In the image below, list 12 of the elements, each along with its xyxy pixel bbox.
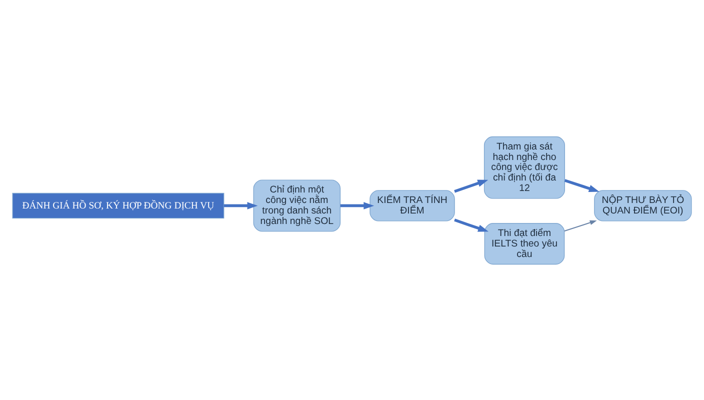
node-box: Thi đạt điểm IELTS theo yêu cầu [484, 222, 565, 264]
arrow [224, 202, 258, 209]
arrow [454, 218, 489, 232]
arrow [564, 178, 600, 192]
arrow [454, 179, 488, 192]
node-box: NỘP THƯ BÀY TỎ QUAN ĐIỂM (EOI) [594, 190, 692, 221]
arrow [340, 202, 374, 209]
node-box: Chỉ định một công việc nằm trong danh sách ngành nghề SOL [253, 179, 341, 232]
node-box: KIỂM TRA TÍNH ĐIỂM [370, 190, 455, 221]
node-box: Tham gia sát hạch nghề cho công việc được chỉ định (tối đa 12 [484, 136, 565, 198]
arrow [564, 220, 597, 231]
node-box: ĐÁNH GIÁ HỒ SƠ, KÝ HỢP ĐỒNG DỊCH VỤ [12, 192, 224, 218]
